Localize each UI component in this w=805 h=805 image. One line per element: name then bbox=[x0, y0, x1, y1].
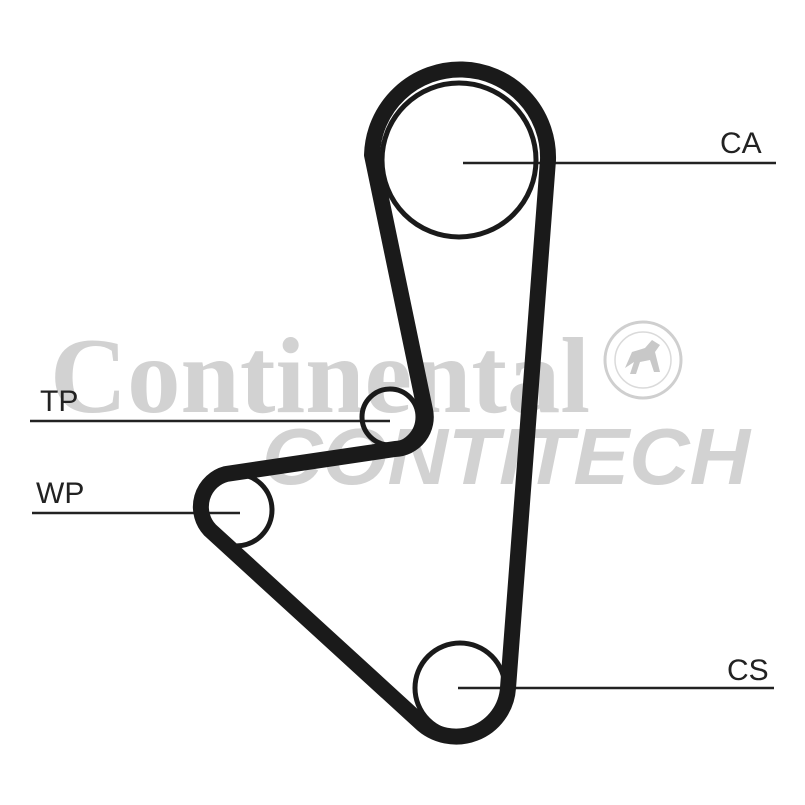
camshaft-pulley bbox=[379, 80, 539, 240]
watermark-continental: Continental bbox=[50, 317, 590, 436]
label-ca: CA bbox=[720, 127, 762, 160]
label-tp: TP bbox=[40, 385, 78, 418]
timing-belt bbox=[192, 61, 557, 745]
label-wp: WP bbox=[36, 477, 84, 510]
watermark: Continental CONTITECH bbox=[50, 317, 752, 501]
horse-emblem-icon bbox=[603, 320, 683, 400]
label-cs: CS bbox=[727, 654, 769, 687]
